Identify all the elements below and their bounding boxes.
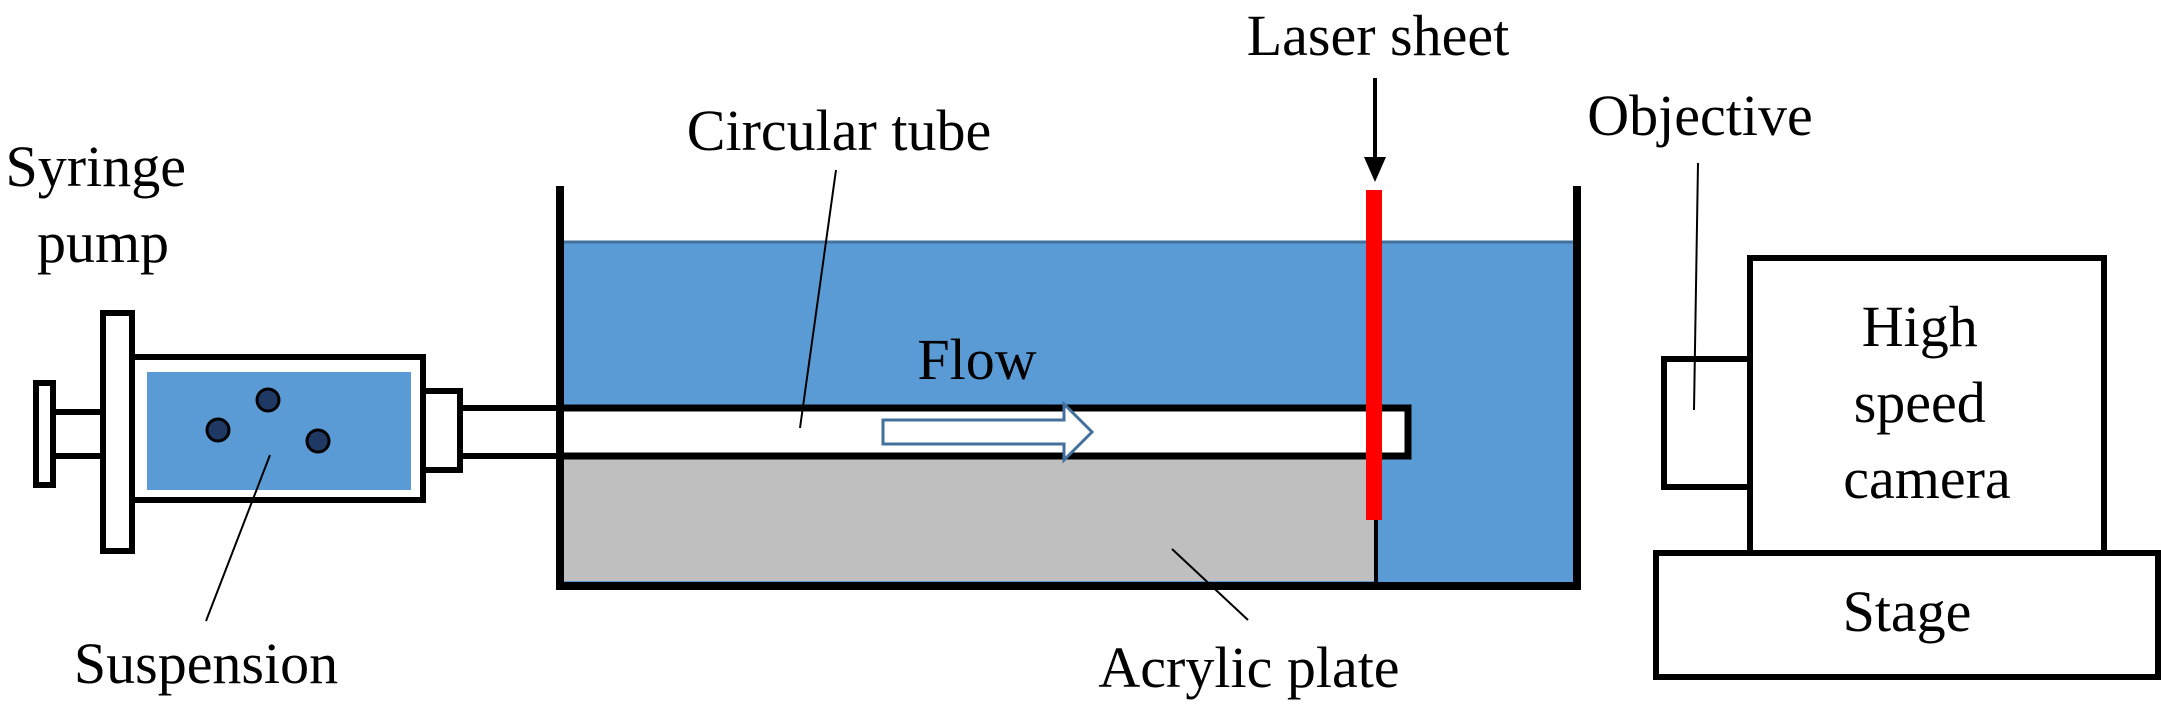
syringe-nozzle	[420, 388, 463, 473]
stage-label: Stage	[1843, 579, 1972, 644]
particle	[305, 428, 331, 454]
leader-lines	[205, 162, 1699, 622]
acrylic-plate-label: Acrylic plate	[1098, 635, 1399, 700]
leader-objective	[1693, 162, 1699, 411]
objective-lens	[1661, 356, 1754, 490]
high-speed-camera	[1747, 255, 2107, 556]
tank-walls	[556, 186, 1581, 590]
circular-tube-label: Circular tube	[687, 98, 991, 163]
syringe-pump	[33, 310, 563, 554]
acrylic-plate	[563, 456, 1376, 581]
leader-suspension	[205, 454, 271, 622]
plunger-rod	[50, 409, 106, 459]
stage	[1653, 550, 2161, 680]
syringe-pump-label-line1: Syringe	[6, 134, 186, 199]
leader-circular-tube	[799, 169, 837, 429]
suspension-fluid	[147, 372, 411, 490]
laser-arrow-head	[1364, 157, 1386, 182]
syringe-pump-label-line2: pump	[37, 210, 169, 275]
particle	[205, 417, 231, 443]
particle	[255, 387, 281, 413]
labels: Syringe pump Suspension Circular tube Fl…	[6, 3, 2011, 700]
water-tank	[556, 78, 1581, 590]
suspension-label: Suspension	[74, 631, 338, 696]
camera-setup	[1653, 255, 2161, 680]
flow-arrow	[881, 400, 1095, 464]
camera-label-line1: High	[1862, 294, 1978, 359]
camera-label-line3: camera	[1843, 446, 2010, 511]
laser-sheet	[1366, 190, 1382, 520]
syringe-flange	[100, 310, 135, 554]
flow-label: Flow	[917, 327, 1036, 392]
syringe-pump-label: Syringe pump	[6, 134, 201, 275]
leader-acrylic-plate	[1171, 548, 1249, 621]
laser-sheet-label: Laser sheet	[1247, 3, 1509, 68]
objective-label: Objective	[1587, 83, 1812, 148]
camera-label: High speed camera	[1843, 294, 2010, 511]
connecting-tube	[457, 405, 563, 459]
camera-label-line2: speed	[1854, 370, 1986, 435]
